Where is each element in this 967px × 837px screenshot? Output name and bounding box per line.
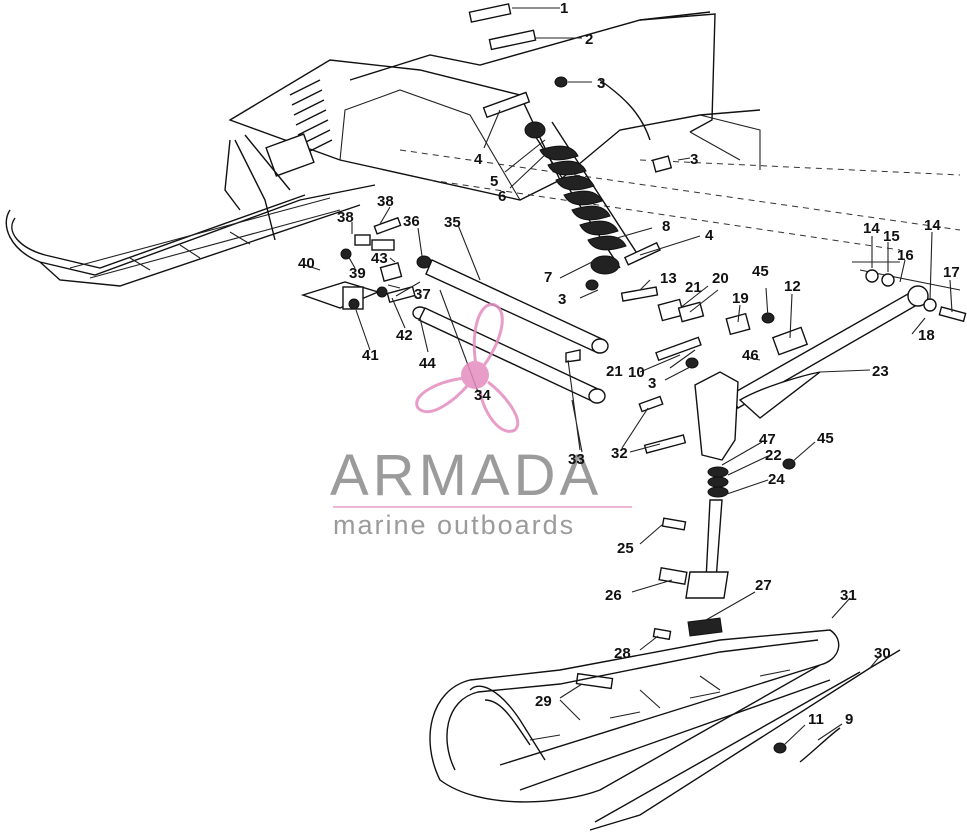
suspension-rods <box>418 259 609 404</box>
callout-44: 44 <box>419 355 436 372</box>
callout-3: 3 <box>690 151 698 168</box>
callout-42: 42 <box>396 327 413 344</box>
callout-28: 28 <box>614 645 631 662</box>
leader-lines <box>304 7 953 746</box>
callout-23: 23 <box>872 363 889 380</box>
callout-1: 1 <box>560 0 568 17</box>
callout-17: 17 <box>943 264 960 281</box>
callout-14: 14 <box>863 220 880 237</box>
callout-13: 13 <box>660 270 677 287</box>
rubber-bumper-pad <box>687 617 723 637</box>
callout-37: 37 <box>414 286 431 303</box>
callout-43: 43 <box>371 250 388 267</box>
callout-14: 14 <box>924 217 941 234</box>
watermark-subtitle: marine outboards <box>333 510 575 540</box>
callout-39: 39 <box>349 265 366 282</box>
callout-21: 21 <box>685 279 702 296</box>
radius-rod <box>729 261 967 419</box>
callout-7: 7 <box>544 269 552 286</box>
callout-41: 41 <box>362 347 379 364</box>
callout-9: 9 <box>845 711 853 728</box>
shock-absorber <box>524 121 641 275</box>
callout-31: 31 <box>840 587 857 604</box>
callout-34: 34 <box>474 387 491 404</box>
callout-27: 27 <box>755 577 772 594</box>
callout-26: 26 <box>605 587 622 604</box>
callout-2: 2 <box>585 31 593 48</box>
callout-38: 38 <box>377 193 394 210</box>
callout-4: 4 <box>705 227 714 244</box>
callout-18: 18 <box>918 327 935 344</box>
callout-32: 32 <box>611 445 628 462</box>
callout-10: 10 <box>628 364 645 381</box>
shock-coil-spring <box>539 145 627 251</box>
armada-watermark: ARMADA marine outboards <box>330 303 632 540</box>
mounting-bracket <box>300 281 381 310</box>
callout-16: 16 <box>897 247 914 264</box>
callout-24: 24 <box>768 471 785 488</box>
callout-21: 21 <box>606 363 623 380</box>
ski-spindle <box>658 371 739 599</box>
callout-3: 3 <box>597 75 605 92</box>
callout-12: 12 <box>784 278 801 295</box>
callout-47: 47 <box>759 431 776 448</box>
callout-6: 6 <box>498 188 506 205</box>
callout-40: 40 <box>298 255 315 272</box>
callout-29: 29 <box>535 693 552 710</box>
callout-30: 30 <box>874 645 891 662</box>
callout-3: 3 <box>558 291 566 308</box>
callout-22: 22 <box>765 447 782 464</box>
callout-38: 38 <box>337 209 354 226</box>
callout-19: 19 <box>732 290 749 307</box>
callout-36: 36 <box>403 213 420 230</box>
callout-20: 20 <box>712 270 729 287</box>
propeller-logo <box>415 303 520 433</box>
part-callouts: 1 2 3 3 3 3 4 4 5 6 7 8 9 10 11 12 13 14… <box>298 0 960 728</box>
callout-45: 45 <box>752 263 769 280</box>
watermark-title: ARMADA <box>330 443 602 508</box>
callout-8: 8 <box>662 218 670 235</box>
callout-46: 46 <box>742 347 759 364</box>
callout-33: 33 <box>568 451 585 468</box>
callout-11: 11 <box>808 711 824 728</box>
callout-15: 15 <box>883 228 900 245</box>
rear-shock-spring <box>265 79 333 177</box>
front-ski <box>429 617 901 831</box>
callout-35: 35 <box>444 214 461 231</box>
callout-25: 25 <box>617 540 634 557</box>
callout-45: 45 <box>817 430 834 447</box>
callout-3: 3 <box>648 375 656 392</box>
background-frame-drawing <box>5 11 961 287</box>
hardware-bolts <box>300 3 841 763</box>
callout-5: 5 <box>490 173 498 190</box>
callout-4: 4 <box>474 151 483 168</box>
